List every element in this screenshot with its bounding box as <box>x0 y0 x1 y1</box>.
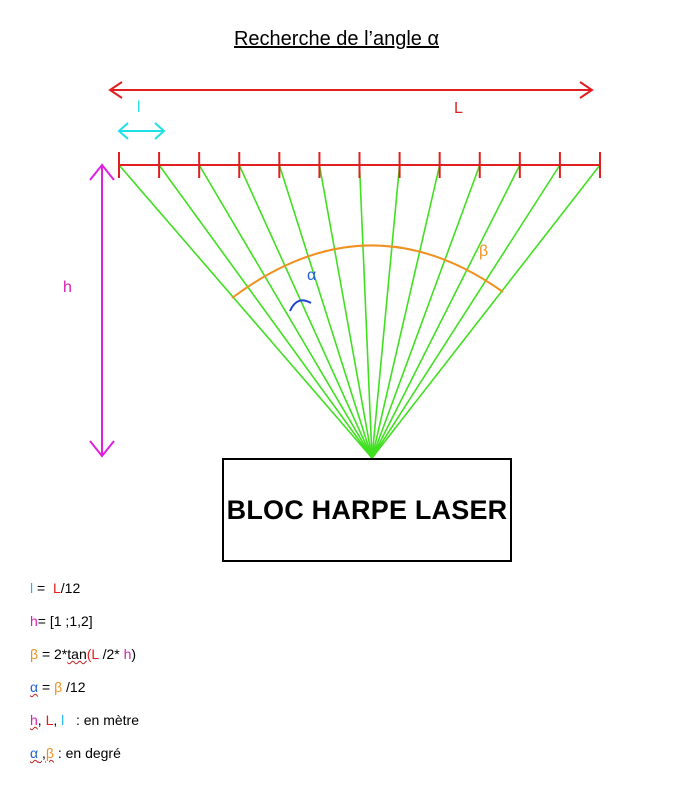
formula-beta: β = 2*tan(L /2* h) <box>30 646 137 662</box>
laser-harp-block: BLOC HARPE LASER <box>222 458 512 562</box>
laser-beam <box>371 164 481 459</box>
laser-beam <box>371 164 441 459</box>
laser-beam <box>118 164 373 459</box>
l-label: l <box>137 99 141 116</box>
formula-list: l = L/12 h= [1 ;1,2] β = 2*tan(L /2* h) … <box>30 578 139 776</box>
laser-beams <box>118 164 601 459</box>
beta-label: β <box>479 243 488 260</box>
formula-units-meter: h, L, l : en mètre <box>30 712 139 728</box>
laser-beam <box>371 164 601 459</box>
formula-h: h= [1 ;1,2] <box>30 613 93 629</box>
formula-alpha: α = β /12 <box>30 679 86 695</box>
block-label: BLOC HARPE LASER <box>226 494 508 525</box>
laser-beam <box>278 164 373 459</box>
L-label: L <box>454 100 463 117</box>
formula-l: l = L/12 <box>30 580 81 596</box>
top-ruler <box>118 152 601 178</box>
alpha-label: α <box>307 267 316 284</box>
laser-beam <box>238 164 373 459</box>
h-label: h <box>63 279 72 296</box>
laser-beam <box>158 164 373 459</box>
laser-beam <box>358 164 373 459</box>
alpha-arc <box>289 299 312 312</box>
laser-beam <box>371 164 561 459</box>
L-dimension-arrow <box>108 81 594 99</box>
laser-beam <box>318 164 373 459</box>
h-dimension-arrow <box>89 163 115 458</box>
diagram-title: Recherche de l’angle α <box>233 28 440 50</box>
beta-arc <box>231 244 504 299</box>
laser-beam <box>371 164 401 459</box>
l-dimension-arrow <box>117 122 166 140</box>
formula-units-degree: α ,β : en degré <box>30 745 121 761</box>
laser-beam <box>371 164 521 459</box>
laser-beam <box>198 164 373 459</box>
